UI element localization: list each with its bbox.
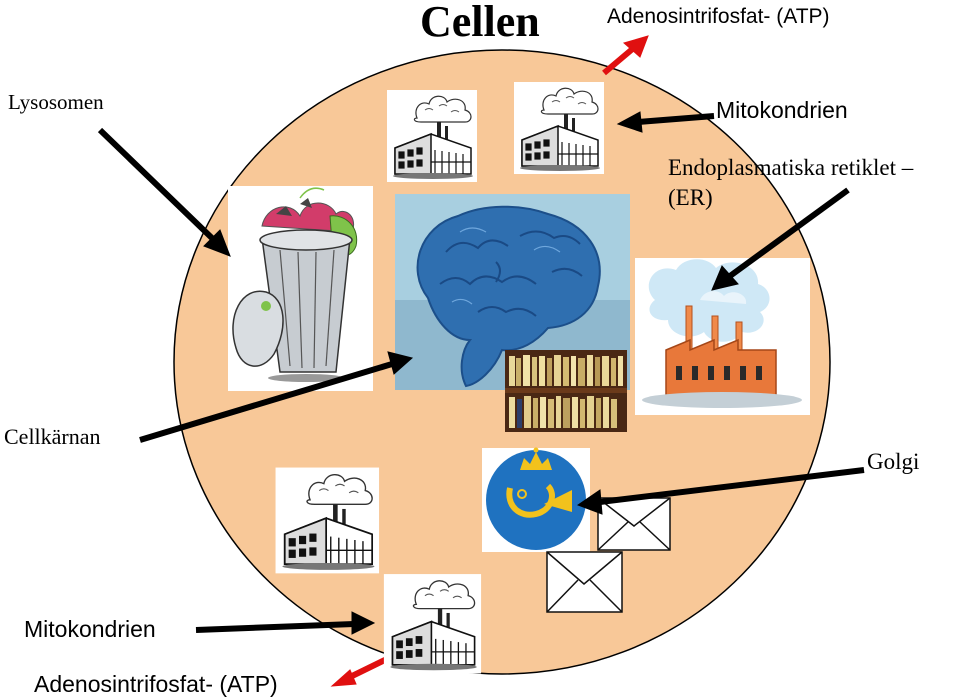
atp-arrow-bottom bbox=[330, 653, 395, 687]
golgi-label: Golgi bbox=[867, 449, 920, 474]
envelope-icon bbox=[546, 551, 623, 613]
lysosome-arrow bbox=[97, 127, 231, 257]
bookshelf-icon bbox=[505, 350, 627, 432]
envelope-icon bbox=[597, 497, 671, 551]
trash-can-icon bbox=[228, 186, 373, 391]
nucleus-label: Cellkärnan bbox=[4, 424, 101, 449]
factory-icon bbox=[386, 89, 478, 183]
atp-label-top: Adenosintrifosfat- (ATP) bbox=[607, 5, 830, 28]
diagram-title: Cellen bbox=[420, 0, 540, 46]
factory-icon bbox=[513, 81, 605, 175]
mitochondria-arrow-bottom bbox=[195, 611, 376, 635]
lysosome-label: Lysosomen bbox=[8, 90, 104, 114]
mitochondria-arrow-top bbox=[616, 111, 715, 133]
factory-icon bbox=[383, 573, 482, 675]
mitochondria-label-bottom: Mitokondrien bbox=[24, 616, 156, 642]
mitochondria-label-top: Mitokondrien bbox=[716, 97, 848, 123]
nucleus-arrow bbox=[139, 351, 414, 443]
golgi-arrow bbox=[576, 467, 865, 515]
er-label-line1: Endoplasmatiska retiklet – bbox=[668, 155, 914, 180]
atp-arrow-top bbox=[602, 35, 649, 76]
post-horn-icon bbox=[482, 447, 590, 552]
factory-icon bbox=[274, 466, 380, 575]
industrial-factory-icon bbox=[635, 258, 810, 415]
er-label-line2: (ER) bbox=[668, 185, 713, 210]
er-arrow bbox=[711, 187, 850, 291]
atp-label-bottom: Adenosintrifosfat- (ATP) bbox=[34, 671, 278, 697]
